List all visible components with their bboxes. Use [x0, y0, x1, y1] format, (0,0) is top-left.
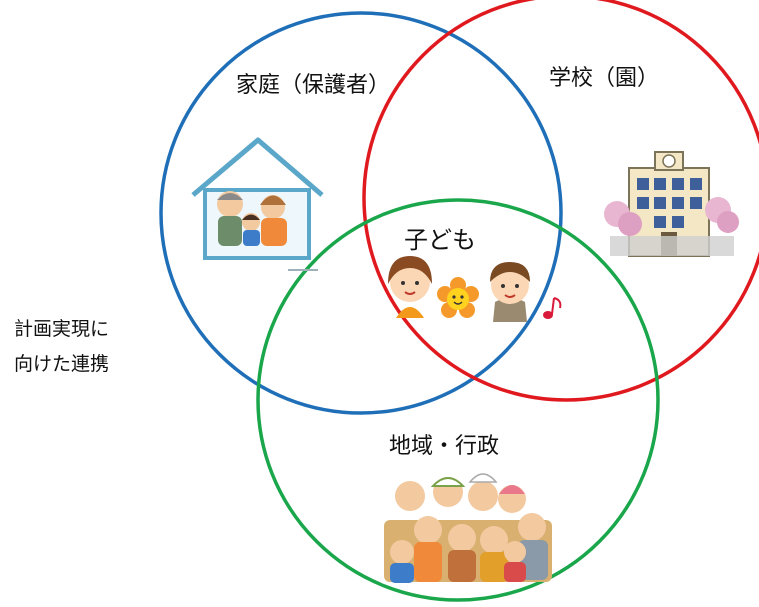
home-circle: [159, 11, 563, 415]
school-circle-label: 学校（園）: [549, 66, 660, 91]
side-label-line2: 向けた連携: [14, 353, 110, 375]
music-note-icon: [543, 297, 562, 319]
school-circle: [362, 0, 759, 402]
child-center-label: 子ども: [404, 226, 476, 254]
region-circle-label: 地域・行政: [389, 434, 500, 459]
school-building-icon: [604, 151, 739, 257]
children-flower-icon: [388, 256, 530, 322]
community-people-icon: [384, 473, 552, 583]
region-circle: [256, 198, 660, 602]
house-family-icon: [191, 137, 324, 271]
side-label-line1: 計画実現に: [14, 318, 110, 340]
home-circle-label: 家庭（保護者）: [236, 73, 391, 98]
